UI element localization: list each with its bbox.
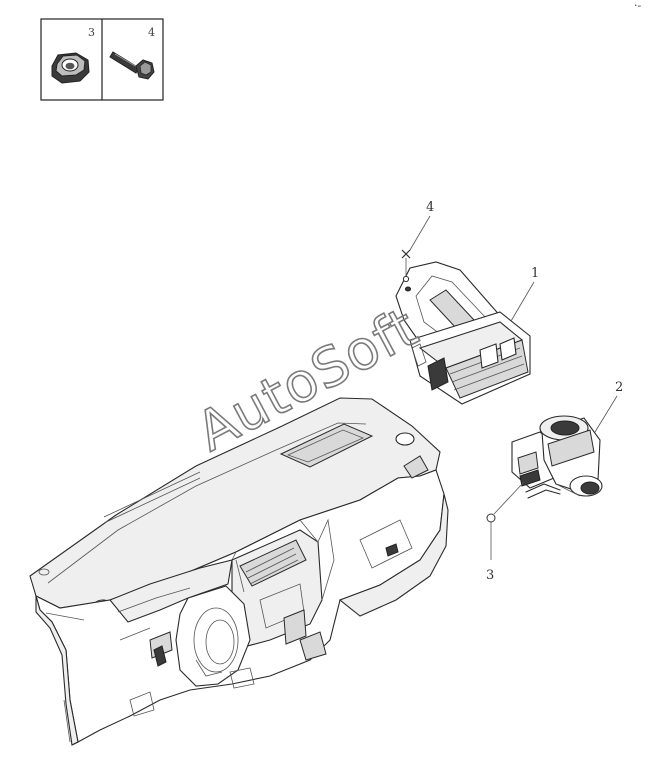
callout-1: 1 bbox=[510, 266, 539, 322]
hex-nut-icon bbox=[51, 52, 90, 84]
callout-label-1: 1 bbox=[531, 266, 539, 281]
instrument-panel bbox=[29, 397, 449, 746]
hex-bolt-icon bbox=[109, 51, 155, 80]
legend-cell-nut: 3 bbox=[51, 26, 95, 84]
fastener-legend: 3 4 bbox=[40, 18, 164, 101]
x-mark-icon bbox=[401, 249, 411, 259]
ignition-sensor-unit bbox=[511, 415, 603, 499]
speaker-right bbox=[395, 432, 415, 446]
callout-2: 2 bbox=[594, 380, 623, 433]
callout-label-3: 3 bbox=[486, 568, 494, 583]
control-module-with-bracket bbox=[395, 261, 531, 405]
callout-4: 4 bbox=[401, 200, 434, 283]
callout-3: 3 bbox=[486, 481, 525, 583]
corner-mark: ·- bbox=[634, 0, 641, 12]
callout-label-4: 4 bbox=[426, 200, 434, 215]
legend-cell-bolt: 4 bbox=[109, 26, 155, 80]
legend-number-nut: 3 bbox=[88, 26, 95, 39]
washer-icon bbox=[486, 513, 496, 523]
callout-label-2: 2 bbox=[615, 380, 623, 395]
legend-number-bolt: 4 bbox=[148, 26, 155, 39]
